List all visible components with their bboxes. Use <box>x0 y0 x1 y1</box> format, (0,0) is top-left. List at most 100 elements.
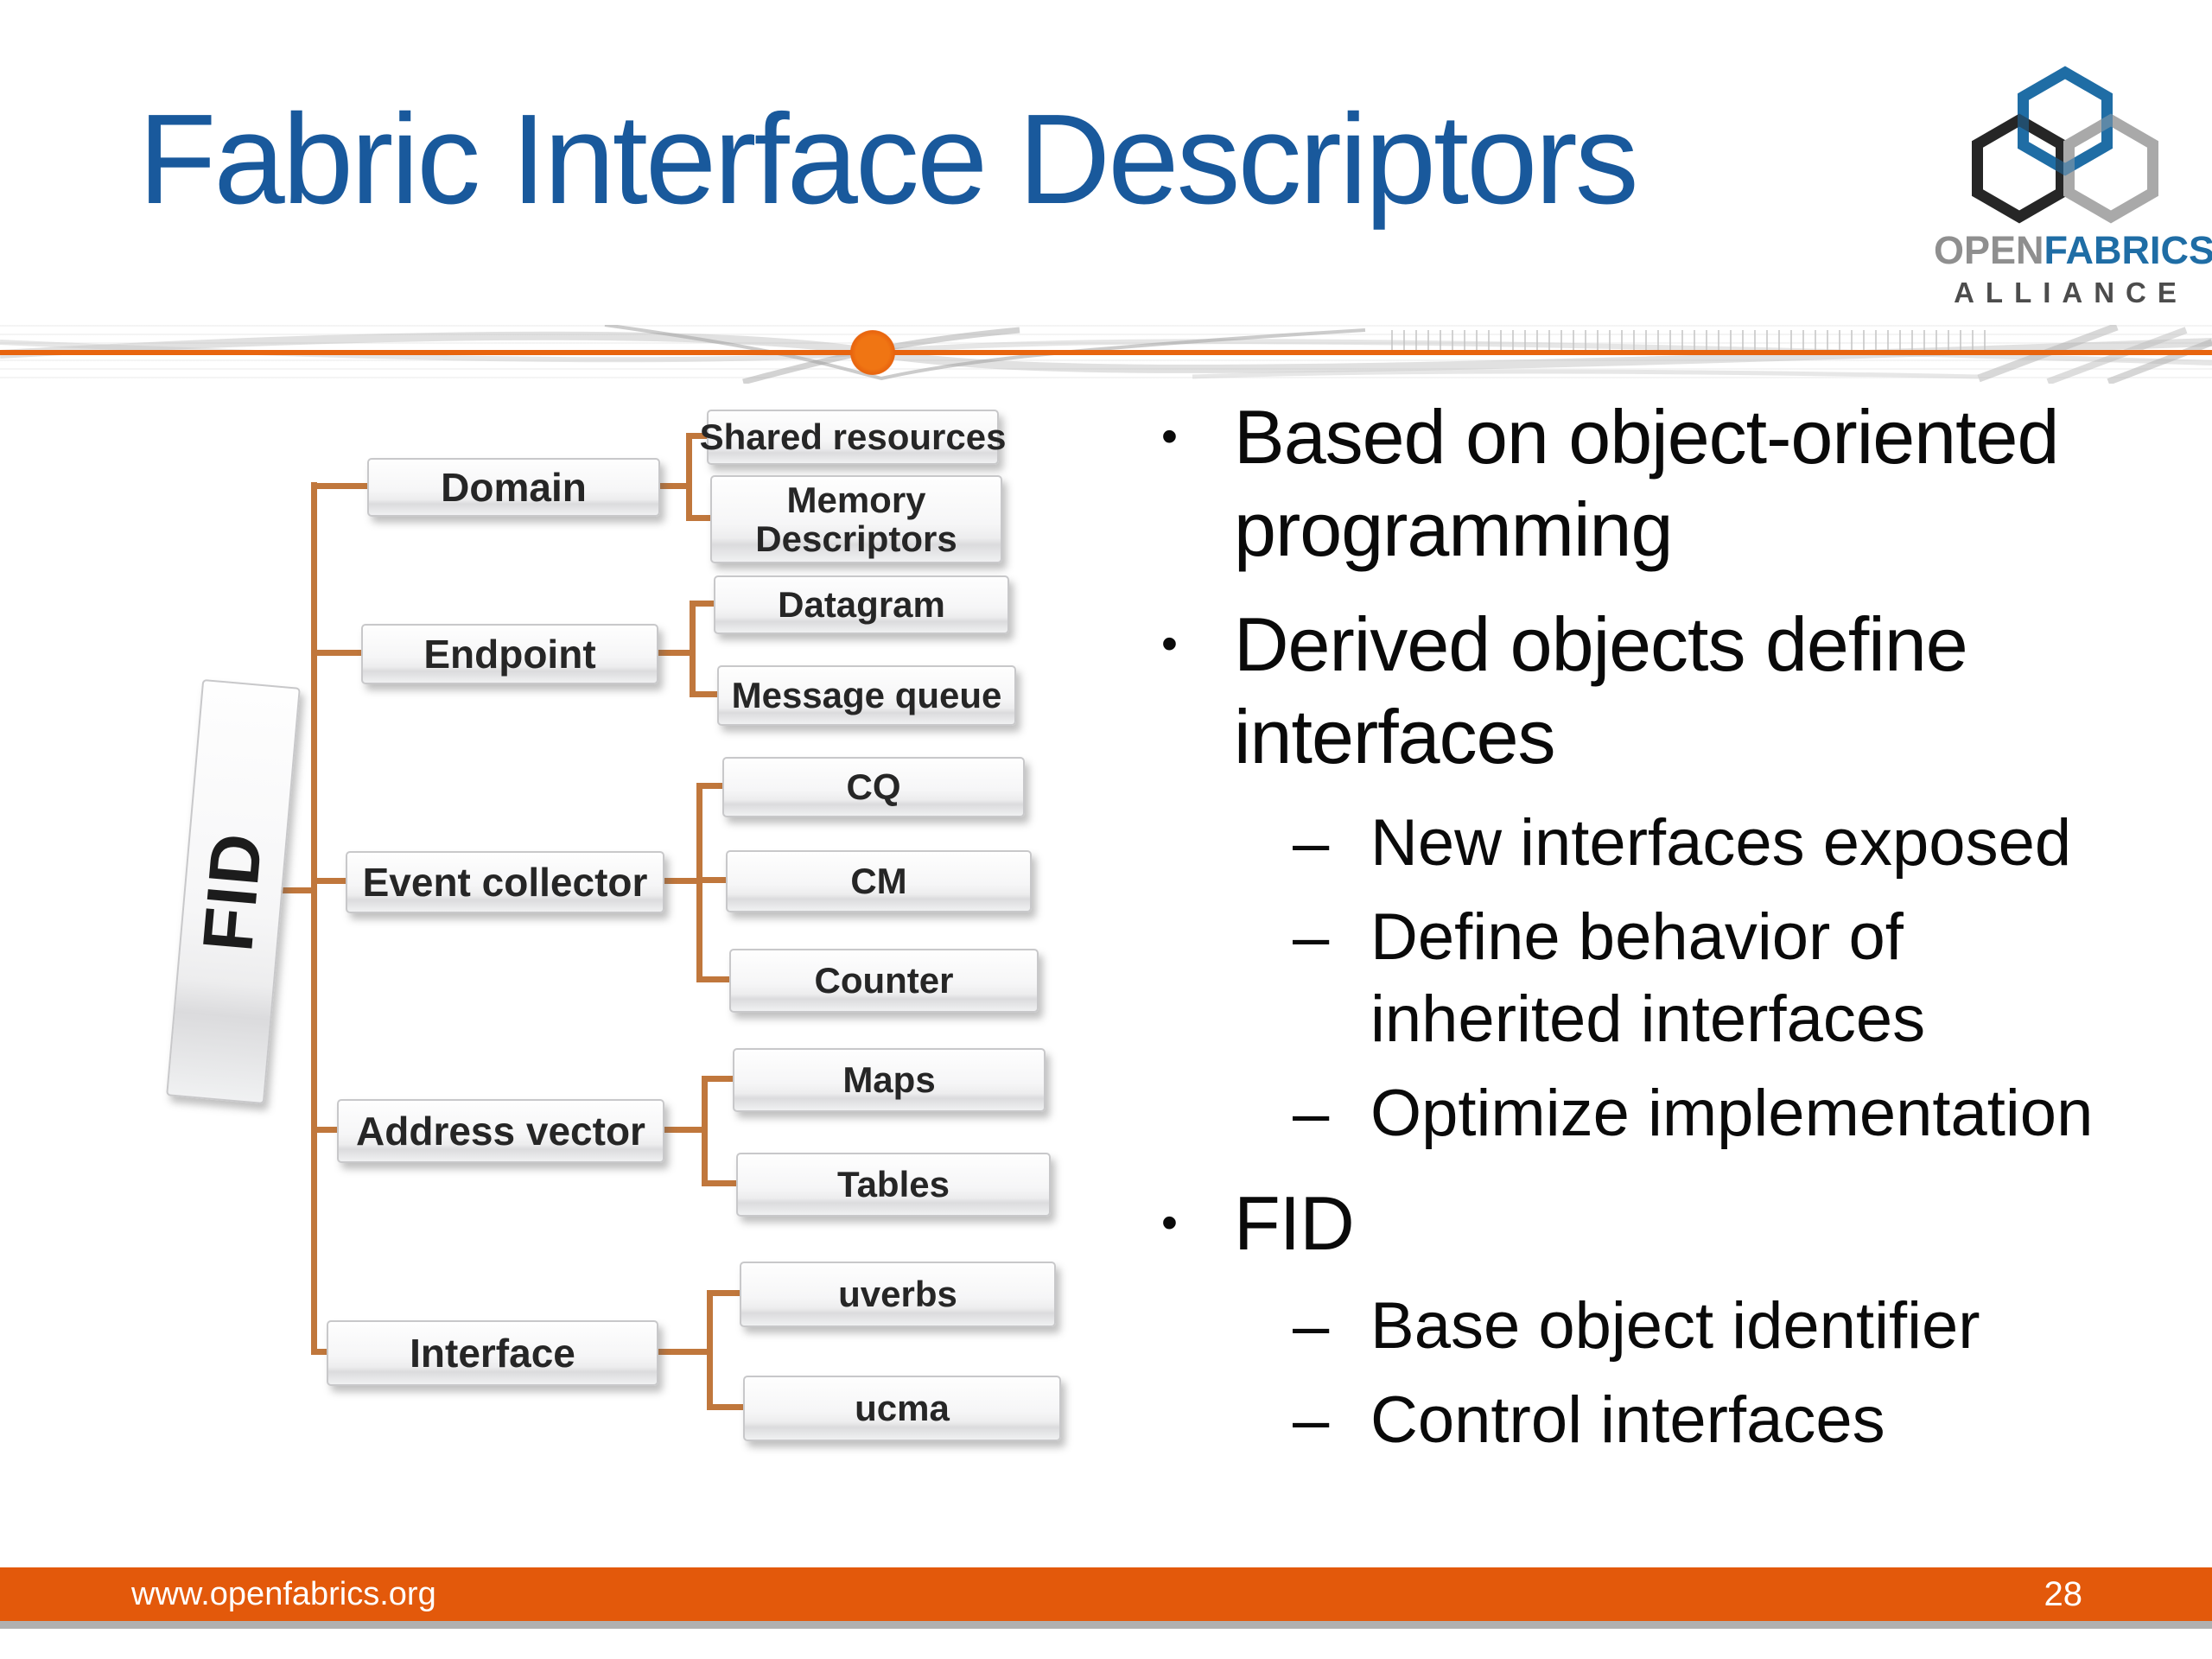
connector-line <box>707 1290 740 1296</box>
connector-line <box>696 877 726 883</box>
accent-line <box>0 350 2212 355</box>
diagram-parent-label: Endpoint <box>423 632 596 677</box>
connector-line <box>655 1349 713 1355</box>
diagram-child-box: CM <box>726 850 1032 912</box>
diagram-child-label: Message queue <box>731 675 1002 715</box>
connector-line <box>707 1290 713 1410</box>
connector-line <box>661 878 702 884</box>
connector-line <box>690 601 714 607</box>
connector-line <box>686 515 710 521</box>
bullet-marker: • <box>1161 1197 1178 1249</box>
connector-line <box>311 1349 327 1355</box>
diagram-child-box: Maps <box>733 1048 1046 1112</box>
diagram-child-box: Counter <box>729 949 1039 1013</box>
diagram-child-box: Tables <box>736 1153 1051 1217</box>
diagram-child-label: CQ <box>846 766 901 807</box>
diagram-child-box: uverbs <box>740 1262 1056 1327</box>
connector-line <box>655 650 696 656</box>
connector-line <box>707 1404 743 1410</box>
bullet-text: FID <box>1234 1180 1355 1266</box>
diagram-parent-box: Address vector <box>337 1099 664 1163</box>
diagram-child-label: Tables <box>837 1164 950 1205</box>
diagram-parent-box: Endpoint <box>361 624 658 684</box>
connector-line <box>690 601 696 697</box>
diagram-parent-box: Event collector <box>346 851 664 913</box>
hexagons-icon <box>1972 66 2158 224</box>
diagram-parent-box: Domain <box>367 458 660 517</box>
diagram-child-box: Datagram <box>714 575 1009 634</box>
bullet-marker: – <box>1293 900 1330 974</box>
bullet-item: • Derived objects define interfaces <box>1123 598 2152 783</box>
diagram-root-label: FID <box>188 829 277 955</box>
accent-dot <box>850 330 895 375</box>
bullet-item: – Control interfaces <box>1123 1379 2152 1461</box>
connector-line <box>273 887 317 893</box>
footer-url: www.openfabrics.org <box>131 1576 436 1612</box>
connector-line <box>311 1127 337 1133</box>
bullet-text: Define behavior of inherited interfaces <box>1370 900 1926 1056</box>
bullet-item: – New interfaces exposed <box>1123 802 2152 884</box>
connector-line <box>311 483 367 489</box>
diagram-child-box: Shared resources <box>700 410 1006 465</box>
connector-line <box>702 1076 733 1082</box>
diagram-parent-label: Domain <box>441 465 587 510</box>
bullet-marker: • <box>1161 618 1178 670</box>
logo-word-open: OPEN <box>1934 228 2044 272</box>
bullet-marker: – <box>1293 1289 1330 1363</box>
connector-line <box>702 1076 708 1186</box>
page-number: 28 <box>2044 1575 2083 1613</box>
connector-line <box>311 650 361 656</box>
diagram-child-box: ucma <box>743 1376 1061 1441</box>
diagram-child-label: Memory Descriptors <box>755 479 957 559</box>
bullet-item: – Define behavior of inherited interface… <box>1123 896 2152 1060</box>
bullet-item: – Base object identifier <box>1123 1285 2152 1367</box>
bullet-text: Based on object-oriented programming <box>1234 394 2059 572</box>
connector-line <box>657 483 692 489</box>
page-title: Fabric Interface Descriptors <box>138 88 1639 231</box>
diagram-child-label: Maps <box>842 1059 936 1100</box>
connector-line <box>661 1127 708 1133</box>
diagram-child-box: Message queue <box>717 665 1016 726</box>
footer-bar <box>0 1567 2212 1621</box>
bullet-text: Optimize implementation <box>1370 1077 2094 1150</box>
diagram-root-box: FID <box>166 678 301 1105</box>
diagram-child-label: ucma <box>855 1388 950 1428</box>
diagram-parent-label: Interface <box>410 1331 575 1376</box>
bullet-text: Derived objects define interfaces <box>1234 601 1968 779</box>
connector-line <box>696 783 722 789</box>
bullet-marker: – <box>1293 1077 1330 1150</box>
bullet-item: • FID <box>1123 1177 2152 1269</box>
connector-line <box>690 691 717 697</box>
connector-line <box>702 1180 736 1186</box>
bullet-marker: – <box>1293 806 1330 880</box>
diagram-child-label: uverbs <box>838 1274 957 1314</box>
decorative-band <box>0 325 2212 384</box>
diagram-child-box: CQ <box>722 757 1025 817</box>
bullet-item: – Optimize implementation <box>1123 1072 2152 1154</box>
logo-word-fabrics: FABRICS <box>2044 228 2212 272</box>
diagram-child-label: Counter <box>814 960 954 1001</box>
tick-comb-graphic <box>1391 330 1987 353</box>
bullet-marker: – <box>1293 1383 1330 1457</box>
bullet-item: • Based on object-oriented programming <box>1123 391 2152 575</box>
logo-wordmark: OPENFABRICS <box>1934 228 2212 273</box>
diagram-parent-label: Event collector <box>362 860 648 905</box>
bullet-list: • Based on object-oriented programming •… <box>1123 391 2152 1461</box>
bullet-text: New interfaces exposed <box>1370 806 2072 880</box>
connector-line <box>686 433 692 521</box>
bullet-text: Base object identifier <box>1370 1289 1980 1363</box>
openfabrics-logo: OPENFABRICS ALLIANCE <box>1934 45 2212 308</box>
diagram-child-label: CM <box>850 861 907 901</box>
bullet-marker: • <box>1161 410 1178 462</box>
diagram-parent-label: Address vector <box>356 1109 645 1154</box>
connector-line <box>311 878 346 884</box>
diagram-child-label: Datagram <box>778 584 945 625</box>
connector-line <box>686 433 707 439</box>
logo-alliance: ALLIANCE <box>1954 276 2188 308</box>
bullet-text: Control interfaces <box>1370 1383 1885 1457</box>
footer-divider <box>0 1621 2212 1629</box>
diagram-child-box: Memory Descriptors <box>710 475 1002 563</box>
diagram-parent-box: Interface <box>327 1320 658 1386</box>
connector-line <box>311 482 317 1355</box>
